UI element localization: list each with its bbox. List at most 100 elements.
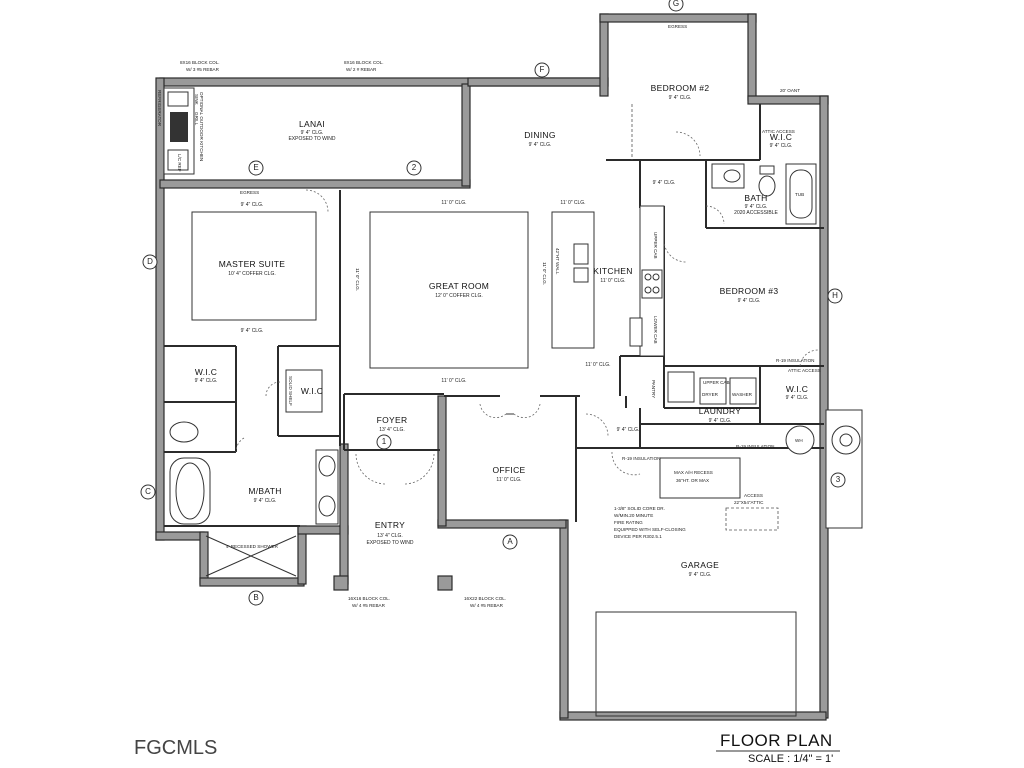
ceiling-outlines — [191, 104, 633, 369]
room-laundry: LAUNDRY — [699, 406, 742, 416]
laundry-ceiling: 9' 4" CLG. — [709, 418, 732, 424]
door-swings — [235, 131, 819, 485]
door-note-4: EQUIPPED WITH SELF-CLOSING — [614, 527, 686, 532]
garage-door — [595, 611, 797, 717]
foyer-ceiling: 13' 4" CLG. — [379, 427, 405, 433]
section-tags: G F E 2 D H 1 A B 3 C — [140, 0, 846, 606]
room-wic-3: W.I.C — [786, 384, 808, 394]
outdoor-kitchen-note: OPTIONAL OUTDOOR KITCHEN — [199, 92, 204, 161]
tag-a: A — [502, 534, 518, 550]
master-wic-ceiling: 9' 4" CLG. — [195, 378, 218, 384]
max-ah-note: MAX A/H RECESS — [674, 470, 713, 475]
insulation-note-3: R-19 INSULATION — [776, 358, 814, 363]
tub-note: TUB — [795, 192, 804, 197]
block-col-note-3: 16X16 BLOCK COL. — [348, 596, 390, 601]
master-bath-ceiling: 9' 4" CLG. — [254, 498, 277, 504]
insulation-note-1: R-19 INSULATION — [622, 456, 660, 461]
kitchen-ceiling: 11' 0" CLG. — [600, 278, 625, 284]
garage-hall-ceiling: 9' 4" CLG. — [617, 427, 640, 433]
room-master-wic-2: W.I.C — [301, 386, 323, 396]
svg-text:E: E — [253, 163, 258, 172]
plan-scale: SCALE : 1/4" = 1' — [748, 753, 833, 765]
room-foyer: FOYER — [377, 415, 408, 425]
entry-ceiling: 13' 4" CLG. — [377, 533, 403, 539]
door-note-2: W/MIN.20 MINUTE — [614, 513, 653, 518]
grill-note: GRILL — [194, 112, 199, 126]
access-note: ACCESS — [744, 493, 763, 498]
svg-text:F: F — [540, 65, 545, 74]
great-top-ceiling: 11' 0" CLG. — [441, 200, 466, 206]
great-left-ceiling: 11' 0" CLG. — [355, 268, 360, 291]
svg-text:2: 2 — [412, 163, 417, 172]
room-kitchen: KITCHEN — [593, 266, 632, 276]
master-toilet — [169, 421, 199, 443]
svg-text:3: 3 — [836, 475, 841, 484]
bedroom-3-ceiling: 9' 4" CLG. — [738, 298, 761, 304]
block-col-note-3b: W/ 4 #5 REBAR — [352, 603, 386, 608]
svg-text:1: 1 — [382, 437, 387, 446]
entry-note: EXPOSED TO WIND — [366, 540, 413, 546]
toilet — [758, 175, 776, 197]
egress-top: EGRESS — [668, 24, 687, 29]
wic-3-ceiling: 9' 4" CLG. — [786, 395, 809, 401]
master-top-ceiling: 9' 4" CLG. — [241, 202, 264, 208]
bedroom-2-ceiling: 9' 4" CLG. — [669, 95, 692, 101]
dining-ceiling: 9' 4" CLG. — [529, 142, 552, 148]
tag-1: 1 — [376, 434, 392, 450]
svg-text:B: B — [253, 593, 258, 602]
annotations: 8X16 BLOCK COL. W/ 3 #5 REBAR 8X16 BLOCK… — [157, 24, 821, 608]
svg-text:A: A — [507, 537, 513, 546]
insulation-note-2: R-19 INSULATION — [736, 444, 774, 449]
room-great-room: GREAT ROOM — [429, 281, 489, 291]
svg-text:H: H — [832, 291, 838, 300]
lanai-note: EXPOSED TO WIND — [288, 136, 335, 142]
tag-2: 2 — [406, 160, 422, 176]
kitchen-top-ceiling: 11' 0" CLG. — [560, 200, 585, 206]
exterior-walls — [155, 13, 829, 721]
island-ceiling: 11' 0" CLG. — [542, 262, 547, 285]
dryer — [699, 377, 727, 405]
block-col-note-4b: W/ 4 #5 REBAR — [470, 603, 504, 608]
room-garage: GARAGE — [681, 560, 719, 570]
tag-h: H — [827, 288, 843, 304]
plan-title: FLOOR PLAN — [720, 731, 833, 750]
kitchen-bottom-ceiling: 11' 0" CLG. — [585, 362, 610, 368]
hall-ceiling: 9' 4" CLG. — [653, 180, 676, 186]
room-pantry: PANTRY — [651, 380, 656, 398]
refrigerator-note: REFRIGERATOR — [157, 90, 162, 127]
shower-note: 4' RECESSED SHOWER — [226, 544, 279, 549]
door-note-5: DEVICE PER R302.5.1 — [614, 534, 662, 539]
wall-42-note: 42"HT WALL — [555, 248, 560, 275]
lower-cab-note: LOWER CAB — [653, 316, 658, 344]
ceiling-dimensions: 9' 4" CLG. 9' 4" CLG. 9' 4" CLG. 11' 0" … — [241, 180, 676, 433]
svg-text:G: G — [673, 0, 679, 8]
upper-cab-note: UPPER CAB — [653, 232, 658, 259]
solid-shelf-note: SOLID SHELF — [288, 376, 293, 406]
water-heater — [785, 425, 815, 455]
lc-ref-note: L/C REF — [177, 154, 182, 172]
bath-note: 2020 ACCESSIBLE — [734, 210, 778, 216]
office-ceiling: 11' 0" CLG. — [496, 477, 521, 483]
title-block: FLOOR PLAN SCALE : 1/4" = 1' — [716, 731, 840, 765]
master-bottom-ceiling: 9' 4" CLG. — [241, 328, 264, 334]
washer — [729, 377, 757, 405]
tag-e: E — [248, 160, 264, 176]
great-bottom-ceiling: 11' 0" CLG. — [441, 378, 466, 384]
tag-g: G — [668, 0, 684, 12]
block-col-note-2b: W/ 2 # REBAR — [346, 67, 377, 72]
wh-note: WH — [795, 438, 803, 443]
svg-text:C: C — [145, 487, 151, 496]
fixtures — [163, 87, 863, 717]
door-note-3: FIRE RATING — [614, 520, 643, 525]
upper-cab-note-2: UPPER CAB — [703, 380, 730, 385]
tag-f: F — [534, 62, 550, 78]
tag-c: C — [140, 484, 156, 500]
room-dining: DINING — [524, 130, 556, 140]
washer-note: WASHER — [732, 392, 753, 397]
room-master-suite: MASTER SUITE — [219, 259, 285, 269]
egress-master: EGRESS — [240, 190, 259, 195]
range — [641, 269, 663, 299]
dryer-note: DRYER — [702, 392, 719, 397]
block-col-note-4: 16X22 BLOCK COL. — [464, 596, 506, 601]
